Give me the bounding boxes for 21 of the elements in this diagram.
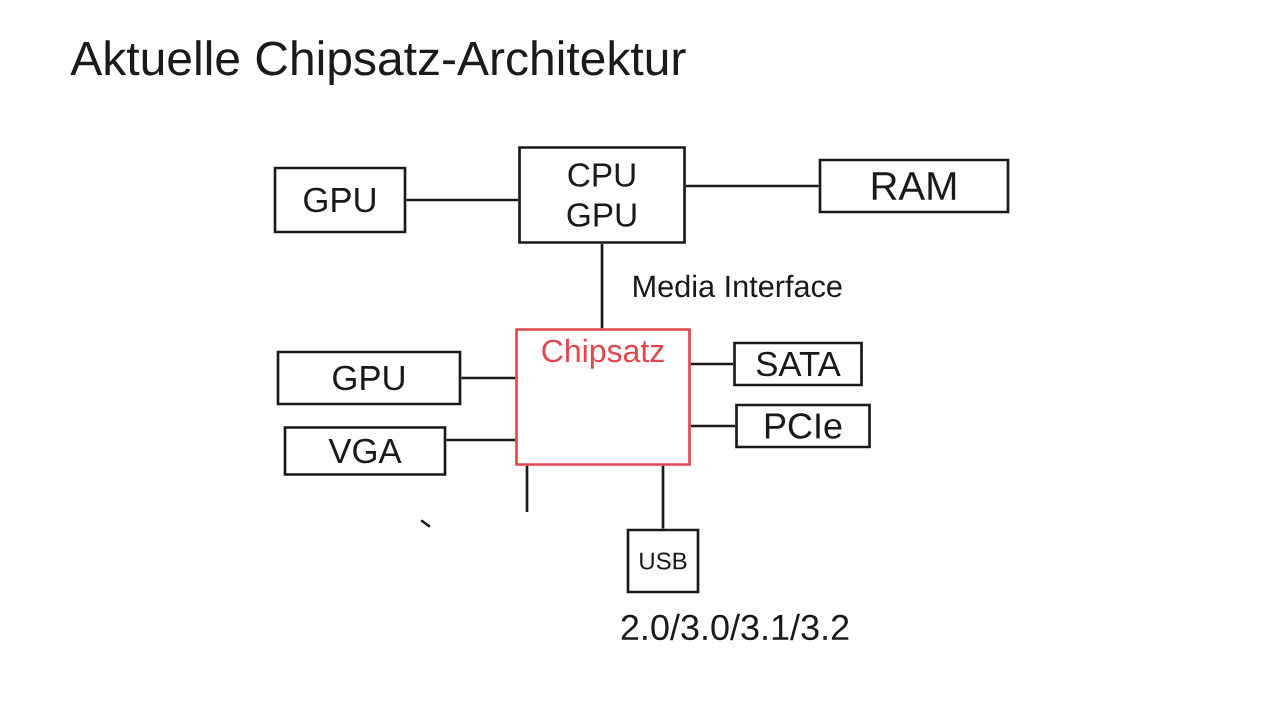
connector-line bbox=[525, 465, 529, 512]
connector-line bbox=[685, 184, 819, 188]
connector-line bbox=[406, 198, 519, 202]
connector-line bbox=[446, 438, 516, 442]
edge-label: Media Interface bbox=[628, 272, 846, 300]
component-box: RAM bbox=[818, 158, 1010, 214]
chipset-box: Chipsatz bbox=[515, 328, 691, 466]
component-box: SATA bbox=[733, 341, 863, 387]
component-box: PCIe bbox=[735, 403, 871, 449]
component-box: VGA bbox=[283, 426, 447, 476]
component-box: GPU bbox=[273, 166, 407, 234]
component-box: CPU GPU bbox=[518, 146, 686, 244]
title: Aktuelle Chipsatz-Architektur bbox=[70, 40, 686, 85]
version-label: 2.0/3.0/3.1/3.2 bbox=[621, 613, 849, 641]
connector-line bbox=[690, 424, 736, 428]
component-box: GPU bbox=[276, 350, 462, 406]
connector-line bbox=[661, 465, 665, 529]
connector-line bbox=[461, 376, 516, 380]
connector-line bbox=[690, 362, 734, 366]
component-box: USB bbox=[626, 528, 700, 594]
connector-line bbox=[600, 243, 604, 329]
